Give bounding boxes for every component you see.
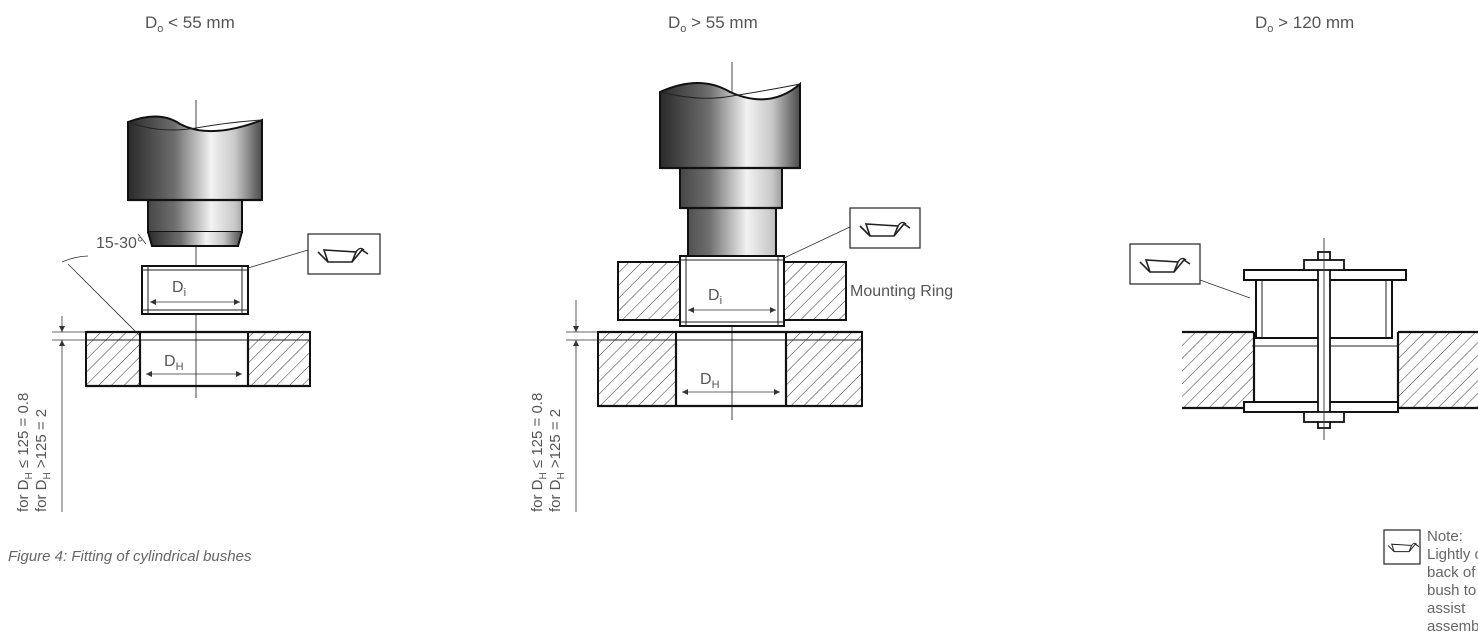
heading-left: Do < 55 mm [145, 13, 235, 35]
di-label-middle: Di [708, 287, 722, 307]
heading-middle: Do > 55 mm [668, 13, 758, 35]
svg-text:for DH >125 = 2: for DH >125 = 2 [33, 409, 53, 512]
dh-label-middle: DH [700, 371, 720, 391]
middle-figure: Mounting Ring Di DH for DH ≤ 125 = 0.8 f… [529, 62, 953, 512]
chamfer-angle-label: 15-30° [96, 235, 143, 252]
right-housing-left [1182, 332, 1254, 408]
mounting-ring-right [783, 261, 847, 321]
note-text: Lightly oil back of bush to assist assem… [1427, 546, 1478, 635]
assembly-note: Note: Lightly oil back of bush to assist… [1427, 528, 1478, 636]
dh-label-left: DH [164, 353, 184, 373]
di-label-left: Di [172, 279, 186, 299]
right-housing-right [1398, 332, 1478, 408]
left-bush [141, 265, 249, 315]
left-oil-box [307, 233, 381, 275]
middle-housing-left [597, 331, 677, 407]
mounting-ring-label: Mounting Ring [850, 283, 953, 300]
svg-text:for DH ≤ 125 = 0.8: for DH ≤ 125 = 0.8 [15, 393, 35, 512]
left-housing-right [247, 331, 311, 387]
middle-press-ram [659, 81, 801, 257]
mounting-ring-left [617, 261, 681, 321]
left-figure: 15-30° Di DH for DH ≤ 125 = 0.8 for [15, 100, 381, 512]
svg-text:for DH >125 = 2: for DH >125 = 2 [547, 409, 567, 512]
heading-right: Do > 120 mm [1255, 13, 1354, 35]
note-title: Note: [1427, 528, 1463, 545]
middle-bush [679, 255, 785, 327]
right-figure [1129, 238, 1478, 440]
left-chamfer-note: for DH ≤ 125 = 0.8 for DH >125 = 2 [15, 393, 53, 512]
middle-chamfer-note: for DH ≤ 125 = 0.8 for DH >125 = 2 [529, 393, 567, 512]
svg-text:for DH ≤ 125 = 0.8: for DH ≤ 125 = 0.8 [529, 393, 549, 512]
left-press-ram [127, 115, 263, 233]
diagram-canvas: Do < 55 mm Do > 55 mm Do > 120 mm 15-30°… [15, 13, 1478, 565]
middle-housing-right [785, 331, 863, 407]
figure-caption: Figure 4: Fitting of cylindrical bushes [8, 548, 252, 565]
